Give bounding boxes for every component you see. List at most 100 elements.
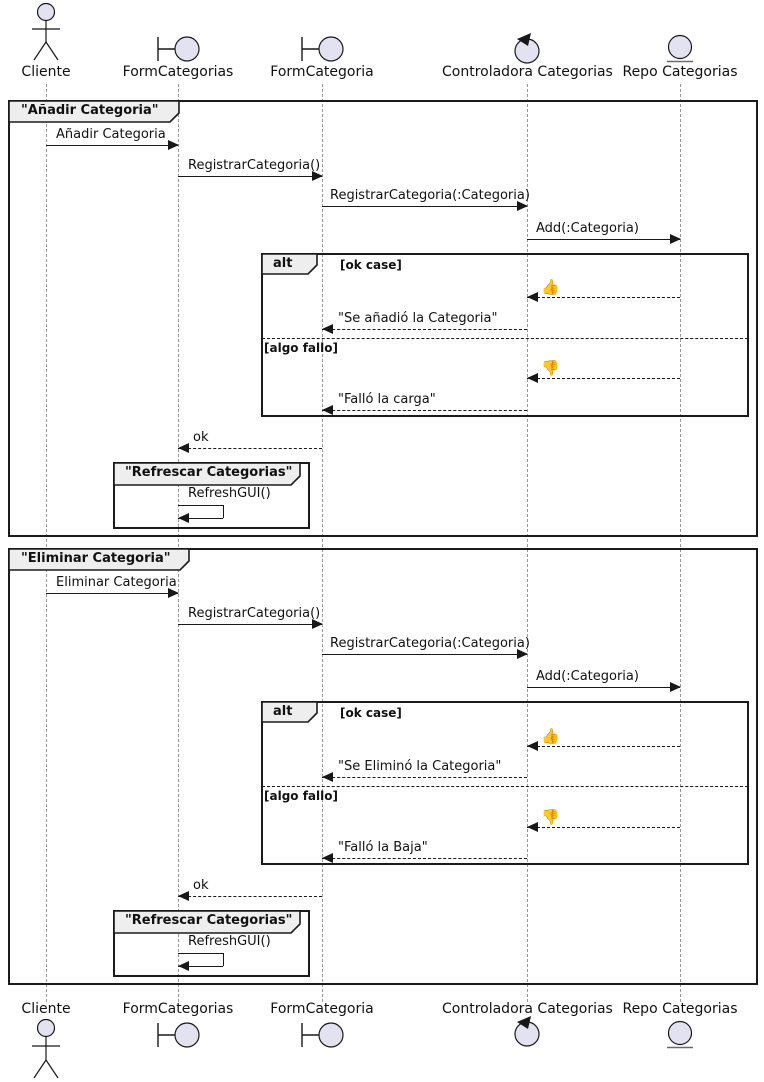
return-arrow-line	[527, 746, 680, 747]
thumbs-down-icon: 👎	[541, 808, 560, 826]
arrowhead	[312, 171, 323, 181]
message-anadir-categoria: Añadir Categoria	[56, 127, 166, 142]
message-add-categoria: Add(:Categoria)	[536, 669, 639, 684]
arrowhead	[322, 853, 333, 863]
participant-label-repo-top: Repo Categorias	[622, 64, 738, 80]
arrowhead	[168, 140, 179, 150]
thumbs-up-icon: 👍	[541, 278, 560, 296]
return-arrow-line	[527, 827, 680, 828]
frame-title-anadir: "Añadir Categoria"	[21, 103, 159, 118]
frame-title-refrescar: "Refrescar Categorias"	[125, 465, 293, 480]
message-add-categoria: Add(:Categoria)	[536, 221, 639, 236]
arrow-line	[46, 145, 178, 146]
arrowhead	[527, 373, 538, 383]
return-arrow-line	[322, 858, 527, 859]
arrowhead	[322, 405, 333, 415]
message-refreshgui: RefreshGUI()	[188, 486, 271, 501]
arrowhead	[178, 961, 189, 971]
boundary-icon	[157, 36, 200, 62]
arrowhead	[527, 741, 538, 751]
message-registrar-categoria: RegistrarCategoria()	[188, 606, 321, 621]
alt-keyword: alt	[273, 704, 293, 719]
arrow-line	[322, 654, 527, 655]
return-arrow-line	[322, 410, 527, 411]
frame-title-tab	[113, 462, 301, 486]
arrow-line	[178, 624, 322, 625]
self-arrow-top	[178, 953, 223, 954]
arrowhead	[178, 513, 189, 523]
frame-eliminar-categoria	[8, 548, 758, 985]
arrowhead	[517, 201, 528, 211]
self-arrow-bottom	[178, 518, 223, 519]
alt-fragment	[261, 701, 749, 865]
participant-label-cliente-bottom: Cliente	[21, 1001, 71, 1017]
thumbs-up-icon: 👍	[541, 727, 560, 745]
message-ok: ok	[193, 878, 209, 893]
alt-guard-fail: [algo fallo]	[264, 341, 338, 355]
arrowhead	[312, 619, 323, 629]
return-arrow-line	[178, 448, 322, 449]
participant-label-formcategoria-top: FormCategoria	[270, 64, 374, 80]
arrowhead	[322, 324, 333, 334]
message-fallo-carga: "Falló la carga"	[338, 392, 436, 407]
lifeline-repo-categorias	[680, 84, 681, 1002]
return-arrow-line	[178, 896, 322, 897]
frame-title-tab	[8, 100, 180, 123]
message-registrar-categoria-param: RegistrarCategoria(:Categoria)	[330, 188, 530, 203]
arrow-line	[322, 206, 527, 207]
arrowhead	[670, 682, 681, 692]
return-arrow-line	[527, 378, 680, 379]
alt-divider	[262, 338, 748, 339]
frame-title-refrescar: "Refrescar Categorias"	[125, 913, 293, 928]
self-arrow-side	[223, 953, 224, 966]
participant-label-formcategoria-bottom: FormCategoria	[270, 1001, 374, 1017]
arrow-line	[46, 593, 178, 594]
message-ok: ok	[193, 430, 209, 445]
self-arrow-top	[178, 505, 223, 506]
alt-keyword: alt	[273, 256, 293, 271]
alt-fragment	[261, 253, 749, 417]
arrow-line	[527, 687, 680, 688]
actor-icon	[32, 2, 60, 61]
message-registrar-categoria: RegistrarCategoria()	[188, 158, 321, 173]
arrowhead	[527, 822, 538, 832]
control-icon	[514, 33, 540, 64]
participant-label-controladora-bottom: Controladora Categorias	[442, 1001, 613, 1017]
return-arrow-line	[527, 297, 680, 298]
boundary-icon	[301, 1022, 344, 1048]
message-eliminar-categoria: Eliminar Categoria	[56, 575, 177, 590]
alt-tab	[261, 701, 318, 723]
arrowhead	[178, 891, 189, 901]
lifeline-formcategoria	[322, 84, 323, 1002]
participant-label-repo-bottom: Repo Categorias	[622, 1001, 738, 1017]
message-refreshgui: RefreshGUI()	[188, 934, 271, 949]
thumbs-down-icon: 👎	[541, 359, 560, 377]
entity-icon	[667, 34, 693, 63]
boundary-icon	[301, 36, 344, 62]
control-icon	[514, 1016, 540, 1047]
arrow-line	[178, 176, 322, 177]
frame-title-eliminar: "Eliminar Categoria"	[21, 551, 171, 566]
boundary-icon	[157, 1022, 200, 1048]
lifeline-cliente	[46, 84, 47, 1002]
alt-divider	[262, 786, 748, 787]
self-arrow-bottom	[178, 966, 223, 967]
arrowhead	[178, 443, 189, 453]
alt-guard-ok: [ok case]	[340, 706, 402, 720]
frame-title-tab	[113, 910, 301, 934]
arrow-line	[527, 239, 680, 240]
participant-label-formcategorias-bottom: FormCategorias	[122, 1001, 234, 1017]
arrowhead	[527, 292, 538, 302]
arrowhead	[517, 649, 528, 659]
alt-guard-ok: [ok case]	[340, 258, 402, 272]
entity-icon	[667, 1020, 693, 1049]
return-arrow-line	[322, 329, 527, 330]
self-arrow-side	[223, 505, 224, 518]
frame-anadir-categoria	[8, 100, 758, 537]
arrowhead	[168, 588, 179, 598]
alt-tab	[261, 253, 318, 275]
participant-label-cliente-top: Cliente	[21, 64, 71, 80]
actor-icon	[32, 1018, 60, 1079]
alt-guard-fail: [algo fallo]	[264, 789, 338, 803]
